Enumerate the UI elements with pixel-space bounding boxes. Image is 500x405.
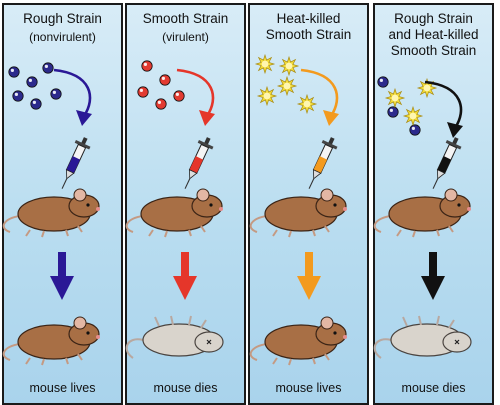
panel-smooth-strain: Smooth Strain (virulent) mouse dies: [125, 3, 246, 405]
panel-rough-and-heat-killed: Rough Strain and Heat-killed Smooth Stra…: [373, 3, 494, 405]
panel-title: Heat-killed Smooth Strain: [265, 11, 352, 42]
panel-title: Rough Strain: [23, 11, 102, 26]
panel-rough-strain: Rough Strain (nonvirulent) mouse lives: [2, 3, 123, 405]
panel-subtitle: (nonvirulent): [29, 30, 96, 44]
panel-outcome: mouse dies: [153, 381, 218, 395]
panel-title: Rough Strain and Heat-killed Smooth Stra…: [388, 11, 479, 58]
panel-outcome: mouse dies: [401, 381, 466, 395]
panel-subtitle: (virulent): [162, 30, 209, 44]
panel-heat-killed-smooth-strain: Heat-killed Smooth Strain mouse lives: [248, 3, 369, 405]
panel-outcome: mouse lives: [275, 381, 342, 395]
panel-title: Smooth Strain: [142, 11, 229, 26]
panel-outcome: mouse lives: [29, 381, 96, 395]
